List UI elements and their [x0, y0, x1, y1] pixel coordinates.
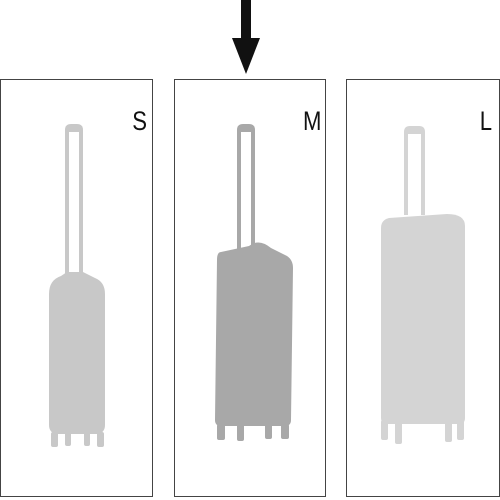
suitcase-medium-icon: [215, 124, 293, 441]
size-label-s: S: [132, 106, 147, 136]
size-option-m[interactable]: M: [174, 79, 326, 497]
size-option-l[interactable]: L: [346, 79, 500, 497]
size-label-l: L: [479, 106, 492, 136]
suitcase-small-icon: [49, 124, 105, 447]
size-option-s[interactable]: S: [0, 79, 153, 497]
size-label-m: M: [302, 106, 321, 136]
arrow-down-icon: [232, 0, 260, 74]
suitcase-large-icon: [381, 126, 465, 444]
